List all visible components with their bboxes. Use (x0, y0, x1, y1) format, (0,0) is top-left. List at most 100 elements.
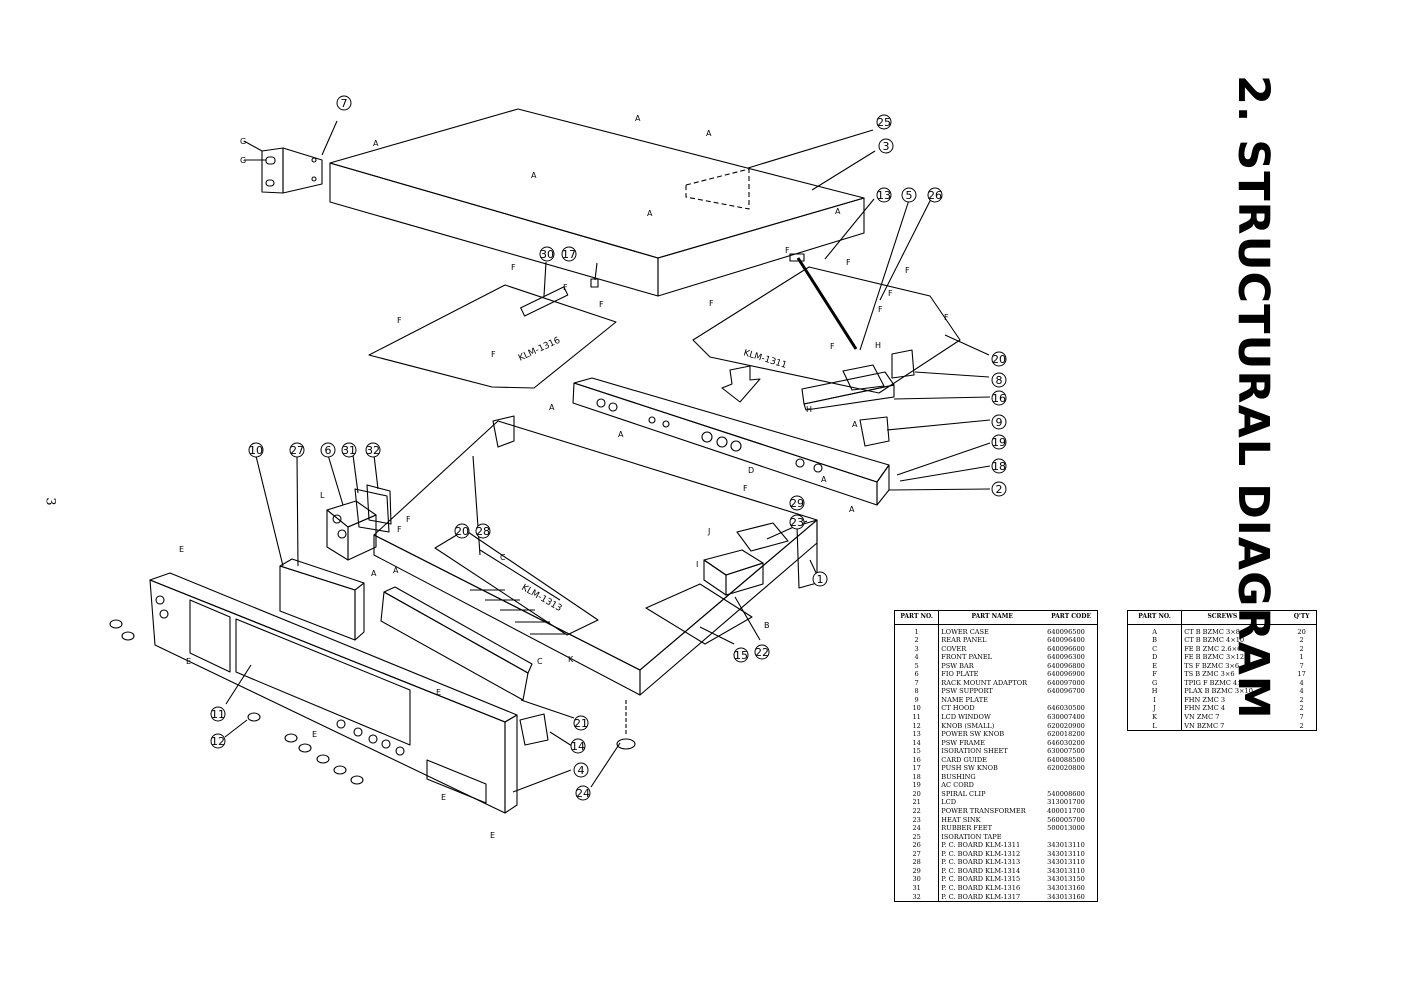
part-code: 640096500 (1047, 627, 1085, 636)
part-code: 500013000 (1047, 824, 1085, 833)
screw-name: CT B BZMC 4×10 (1184, 636, 1245, 645)
pc-board-klm-1311 (692, 196, 991, 447)
part-no: 2 (894, 636, 940, 645)
part-name: AC CORD (941, 781, 974, 790)
part-no: 15 (894, 747, 940, 756)
page-number: 3 (42, 497, 58, 506)
callout-circle (341, 442, 357, 458)
part-code: 343013160 (1047, 883, 1085, 892)
part-name: P. C. BOARD KLM-1311 (941, 841, 1021, 850)
screws-header-name: SCREWS & NUT (1181, 610, 1288, 625)
callout-circle (991, 414, 1007, 430)
callout-circle (991, 481, 1007, 497)
callout-circle (789, 495, 805, 511)
callout-number: 20 (992, 353, 1006, 366)
part-code: 343013110 (1047, 841, 1085, 850)
part-code: 313001700 (1047, 798, 1085, 807)
callout-number: 28 (476, 525, 490, 538)
part-no: 14 (894, 738, 940, 748)
callout-circle (365, 442, 381, 458)
part-name: CT HOOD (941, 704, 975, 713)
screw-qty: 4 (1299, 678, 1304, 687)
part-name: PSW BAR (941, 661, 974, 670)
pc-board-klm-1316 (368, 261, 617, 389)
part-name: LCD (941, 798, 957, 807)
callout-circle (991, 372, 1007, 388)
screw-qty: 2 (1299, 704, 1304, 713)
screw-letter: E (186, 657, 191, 666)
screw-name: TPIG F BZMC 4×10 (1184, 678, 1252, 687)
callout-number: 6 (325, 444, 332, 457)
screw-letter: J (707, 527, 710, 536)
part-no: 21 (894, 798, 940, 808)
callout-circle (575, 785, 591, 801)
callout-number: 14 (571, 740, 585, 753)
screw-name: CT B BZMC 3×8 (1184, 627, 1240, 636)
part-no: 25 (894, 832, 940, 842)
screw-letter: F (563, 283, 568, 292)
callout-circle (573, 762, 589, 778)
fio-plate-assembly (326, 454, 392, 561)
part-no: 11 (894, 713, 940, 722)
screw-letter: F (846, 258, 851, 267)
callout-number: 5 (906, 189, 913, 202)
callout-number: 13 (877, 189, 891, 202)
screw-name: FE B BZMC 3×12 (1184, 653, 1245, 662)
screw-letter: A (393, 566, 399, 575)
screw-letter: F (397, 525, 402, 534)
callout-circle (876, 187, 892, 203)
screw-letter: F (406, 515, 411, 524)
screw-name: VN ZMC 7 (1184, 713, 1220, 722)
callout-number: 20 (455, 525, 469, 538)
screw-no: F (1127, 670, 1183, 679)
callout-6: 6 (320, 442, 336, 458)
part-code: 646030200 (1047, 738, 1085, 747)
part-name: NAME PLATE (941, 695, 988, 704)
part-no: 31 (894, 883, 940, 893)
callout-24: 24 (575, 785, 591, 801)
screw-letter: H (806, 405, 812, 414)
screw-name: FHN ZMC 3 (1184, 695, 1226, 704)
part-code: 640097000 (1047, 678, 1085, 687)
screw-name: VN BZMC 7 (1184, 721, 1225, 730)
screw-no: G (1127, 678, 1183, 688)
callout-number: 3 (883, 140, 890, 153)
screw-letter: A (531, 171, 537, 180)
screw-name: TS F BZMC 3×6 (1184, 661, 1240, 670)
callout-number: 17 (562, 248, 576, 261)
part-no: 23 (894, 815, 940, 825)
part-no: 6 (894, 670, 940, 679)
part-name: POWER SW KNOB (941, 730, 1005, 739)
screw-letter: D (748, 466, 754, 475)
part-name: BUSHING (941, 772, 976, 781)
part-name: P. C. BOARD KLM-1313 (941, 858, 1021, 867)
callout-number: 21 (574, 717, 588, 730)
screw-letter: A (849, 505, 855, 514)
part-name: P. C. BOARD KLM-1316 (941, 883, 1021, 892)
callout-25: 25 (876, 114, 892, 130)
callout-18: 18 (991, 458, 1007, 474)
callout-circle (336, 95, 352, 111)
part-code: 343013150 (1047, 875, 1085, 884)
screw-qty: 20 (1297, 627, 1306, 636)
callout-2: 2 (991, 481, 1007, 497)
screw-letter: E (179, 545, 184, 554)
callout-8: 8 (991, 372, 1007, 388)
part-no: 17 (894, 764, 940, 773)
screw-letter: C (537, 657, 543, 666)
screw-no: H (1127, 687, 1183, 696)
